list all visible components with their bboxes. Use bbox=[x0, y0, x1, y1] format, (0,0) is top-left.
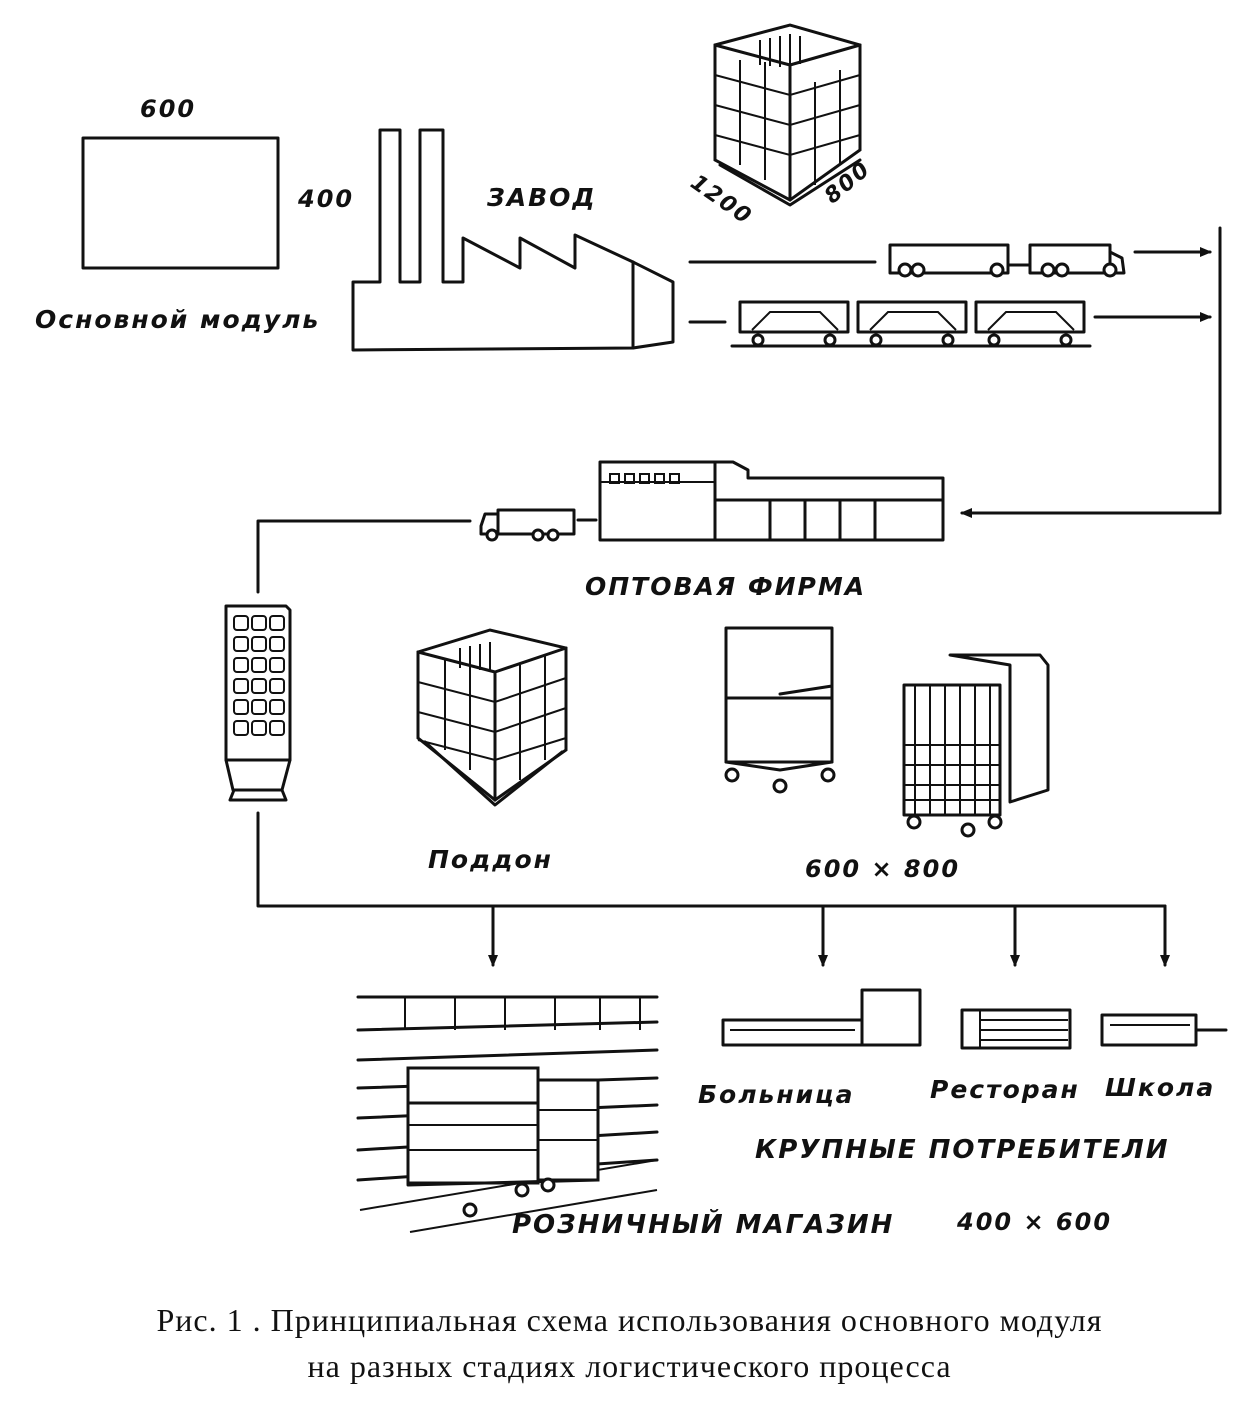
roll-cage-icon bbox=[902, 653, 1050, 838]
school-icon bbox=[1100, 1013, 1228, 1047]
module-width-label: 600 bbox=[140, 95, 197, 123]
pallet-label: Поддон bbox=[428, 845, 553, 874]
warehouse-icon bbox=[598, 460, 945, 542]
figure-caption-line2: на разных стадиях логистического процесс… bbox=[307, 1348, 952, 1384]
flow-line-distribution bbox=[256, 811, 1167, 908]
restaurant-icon bbox=[960, 1008, 1072, 1050]
module-caption-label: Основной модуль bbox=[35, 305, 321, 334]
figure-caption-line1: Рис. 1 . Принципиальная схема использова… bbox=[156, 1302, 1103, 1338]
shelf-trolley-icon bbox=[224, 604, 292, 802]
pallet-icon bbox=[416, 628, 568, 807]
school-label: Школа bbox=[1105, 1073, 1216, 1102]
size-400x600-label: 400 × 600 bbox=[957, 1208, 1113, 1236]
truck-icon bbox=[888, 243, 1126, 278]
factory-label: ЗАВОД bbox=[487, 183, 597, 212]
module-height-label: 400 bbox=[298, 185, 355, 213]
stacked-pallet-icon bbox=[713, 23, 862, 207]
delivery-truck-icon bbox=[479, 508, 598, 542]
retail-store-icon bbox=[356, 995, 659, 1233]
basic-module-rect bbox=[81, 136, 280, 270]
restaurant-label: Ресторан bbox=[930, 1075, 1080, 1104]
factory-icon bbox=[351, 128, 675, 352]
flow-line-to-trolley bbox=[256, 519, 472, 594]
wholesale-label: ОПТОВАЯ ФИРМА bbox=[585, 572, 867, 601]
size-600x800-label: 600 × 800 bbox=[805, 855, 961, 883]
hospital-icon bbox=[721, 988, 922, 1047]
retail-store-label: РОЗНИЧНЫЙ МАГАЗИН bbox=[512, 1210, 895, 1240]
train-icon bbox=[730, 300, 1092, 348]
large-consumers-label: КРУПНЫЕ ПОТРЕБИТЕЛИ bbox=[755, 1135, 1170, 1165]
hospital-label: Больница bbox=[698, 1080, 855, 1109]
box-trolley-icon bbox=[724, 626, 836, 794]
